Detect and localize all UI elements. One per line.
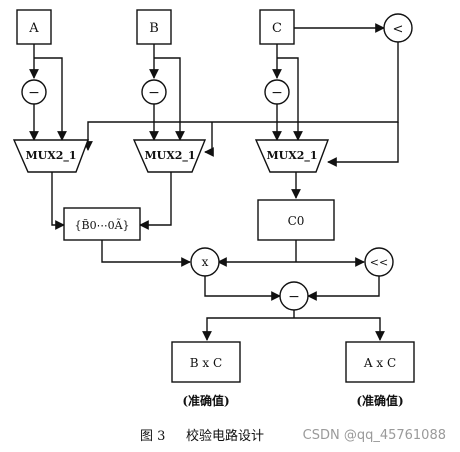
subtract-node (279, 281, 309, 311)
input-c-box (259, 9, 295, 45)
negate-b-symbol: − (148, 85, 160, 101)
negate-a-symbol: − (28, 85, 40, 101)
subtract-symbol: − (288, 289, 300, 305)
mux-c (254, 139, 330, 173)
output-bxc-note: (准确值) (182, 393, 229, 408)
negate-b-node (141, 79, 167, 105)
wire-select-mux-a (83, 42, 399, 151)
multiply-node (190, 247, 220, 277)
wire-concat-to-mult (101, 240, 191, 267)
input-c-label: C (272, 21, 282, 36)
mux-b (132, 139, 207, 173)
wire-b-to-mux-b (154, 57, 185, 141)
concat-label: {B̃0⋯0Ã} (74, 218, 129, 232)
mux-a-label: MUX2_1 (25, 149, 76, 163)
mux-a (12, 139, 90, 173)
less-than-comparator (383, 13, 413, 43)
output-bxc-box (171, 341, 241, 383)
c0-box (257, 199, 335, 241)
input-b-label: B (149, 21, 159, 36)
multiply-symbol: x (202, 255, 209, 269)
concat-box (63, 207, 141, 241)
wire-a-to-mux-a (34, 57, 67, 141)
wire-select-mux-b (204, 122, 214, 157)
shift-left-node (364, 247, 394, 277)
output-axc-note: (准确值) (356, 393, 403, 408)
negate-c-symbol: − (271, 85, 283, 101)
figure-title: 校验电路设计 (186, 428, 264, 444)
mux-b-label: MUX2_1 (144, 149, 195, 163)
watermark-text: CSDN @qq_45761088 (303, 428, 446, 443)
output-axc-box (345, 341, 415, 383)
input-b-box (136, 9, 172, 45)
wire-select-mux-c (327, 122, 399, 167)
wire-mux-a-to-concat (51, 172, 65, 230)
output-axc-label: A x C (363, 356, 396, 370)
mux-c-label: MUX2_1 (266, 149, 317, 163)
less-than-symbol: < (393, 22, 404, 37)
wire-shift-to-sub (307, 276, 380, 301)
shift-left-symbol: << (370, 256, 388, 269)
negate-a-node (21, 79, 47, 105)
wire-sub-to-bxc (202, 317, 294, 341)
wire-sub-to-axc (294, 317, 385, 341)
input-a-label: A (28, 21, 39, 36)
input-a-box (16, 9, 52, 45)
wire-c-to-mux-c (277, 57, 303, 141)
output-bxc-label: B x C (190, 356, 222, 370)
wire-mux-b-to-concat (139, 172, 172, 230)
negate-c-node (264, 79, 290, 105)
figure-number: 图 3 (140, 429, 165, 444)
wire-mult-to-sub (204, 276, 281, 301)
c0-label: C0 (288, 214, 305, 228)
